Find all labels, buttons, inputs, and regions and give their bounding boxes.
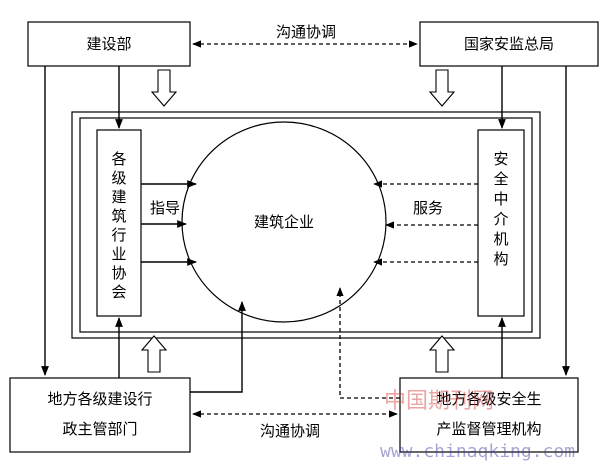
local-construction-node: 地方各级建设行 政主管部门 (9, 377, 191, 453)
intermediaries-node: 安全中介机构 (477, 129, 525, 317)
hollow-arrow-bureau-down (428, 69, 456, 107)
hollow-arrow-ministry-down (150, 69, 178, 107)
hollow-arrow-local-construction-up (140, 335, 168, 373)
local-safety-node: 地方各级安全生 产监督管理机构 (399, 377, 579, 453)
watermark-url: www.chinaqking.com (380, 441, 575, 461)
local-safety-to-enterprise-arrow (336, 287, 400, 399)
hollow-arrow-local-safety-up (428, 335, 456, 373)
intermediaries-label: 安全中介机构 (493, 150, 508, 268)
local-construction-label-line1: 地方各级建设行 (47, 390, 152, 408)
service-label: 服务 (413, 199, 443, 217)
local-construction-to-enterprise-arrow (190, 301, 246, 393)
inner-frame (79, 117, 533, 333)
watermark-name: 中国期刊网 (384, 389, 494, 414)
local-construction-label-line2: 政主管部门 (62, 420, 137, 438)
top-communication-label: 沟通协调 (276, 23, 336, 41)
guidance-label: 指导 (150, 199, 180, 217)
enterprise-label: 建筑企业 (254, 213, 314, 231)
bottom-communication-label: 沟通协调 (260, 422, 320, 440)
associations-label: 各级建筑行业协会 (111, 150, 126, 301)
safety-bureau-label: 国家安监总局 (464, 35, 554, 53)
local-safety-label-line2: 产监督管理机构 (436, 420, 541, 438)
safety-bureau-node: 国家安监总局 (419, 21, 599, 67)
associations-node: 各级建筑行业协会 (96, 129, 142, 317)
ministry-label: 建设部 (86, 35, 131, 53)
enterprise-node: 建筑企业 (181, 121, 387, 323)
outer-frame (71, 111, 541, 339)
ministry-node: 建设部 (27, 21, 191, 67)
local-safety-label-line1: 地方各级安全生 (436, 390, 541, 408)
